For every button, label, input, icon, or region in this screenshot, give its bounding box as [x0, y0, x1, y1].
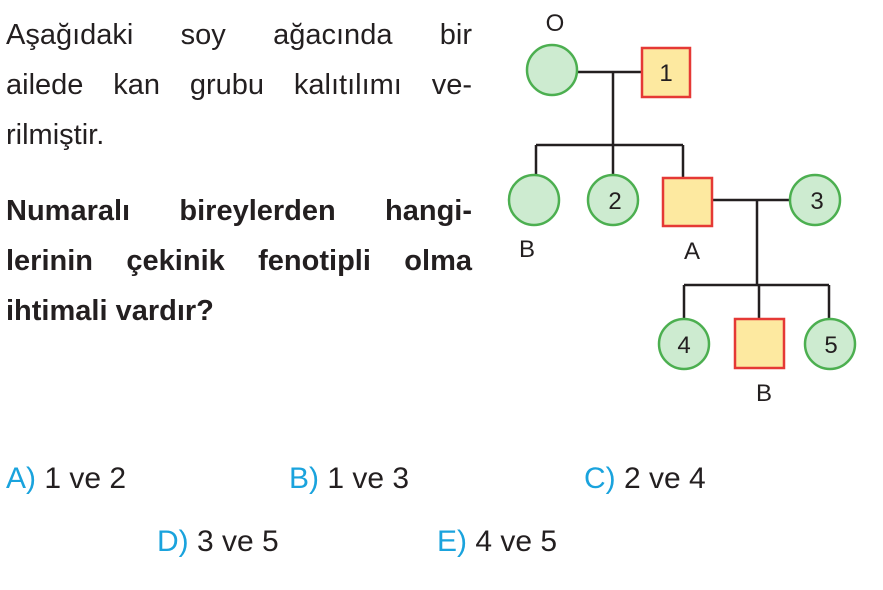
option-a[interactable]: A) 1 ve 2	[6, 462, 126, 496]
option-d[interactable]: D) 3 ve 5	[157, 525, 279, 559]
number-4: 4	[677, 332, 690, 359]
male-1	[640, 46, 692, 99]
intro-line: ailede kan grubu kalıtılımı ve-	[6, 69, 472, 101]
label-grandson-blood-group: B	[756, 380, 772, 407]
prompt-line: lerinin çekinik fenotipli olma	[6, 245, 472, 277]
label-son-blood-group: A	[684, 238, 700, 265]
number-2: 2	[608, 188, 621, 215]
number-3: 3	[810, 188, 823, 215]
option-text: 2 ve 4	[624, 462, 706, 495]
female-4	[657, 317, 711, 371]
option-letter: C)	[584, 462, 616, 495]
female-5	[803, 317, 857, 371]
option-text: 4 ve 5	[475, 525, 558, 558]
option-letter: B)	[289, 462, 319, 495]
option-letter: E)	[437, 525, 467, 558]
prompt-line: ihtimali vardır?	[6, 295, 214, 327]
female-3	[788, 173, 842, 227]
intro-line: Aşağıdaki soy ağacında bir	[6, 19, 472, 51]
option-text: 1 ve 3	[327, 462, 410, 495]
option-text: 3 ve 5	[197, 525, 279, 558]
female-daughter-b	[507, 173, 561, 227]
question-prompt: Numaralı bireylerden hangi- lerinin çeki…	[6, 186, 472, 336]
option-e[interactable]: E) 4 ve 5	[437, 525, 557, 559]
pedigree-lines	[534, 70, 831, 319]
option-text: 1 ve 2	[44, 462, 127, 495]
option-letter: A)	[6, 462, 36, 495]
female-2	[586, 173, 640, 227]
option-b[interactable]: B) 1 ve 3	[289, 462, 409, 496]
male-grandson-b	[733, 317, 786, 370]
number-5: 5	[824, 332, 837, 359]
female-mother	[525, 43, 579, 97]
option-c[interactable]: C) 2 ve 4	[584, 462, 706, 496]
label-daughter-blood-group: B	[519, 236, 535, 263]
intro-line: rilmiştir.	[6, 119, 105, 151]
male-son-a	[661, 176, 714, 228]
option-letter: D)	[157, 525, 189, 558]
prompt-line: Numaralı bireylerden hangi-	[6, 195, 472, 227]
question-intro: Aşağıdaki soy ağacında bir ailede kan gr…	[6, 10, 472, 160]
label-mother-blood-group: O	[546, 10, 565, 37]
number-1: 1	[659, 60, 672, 87]
